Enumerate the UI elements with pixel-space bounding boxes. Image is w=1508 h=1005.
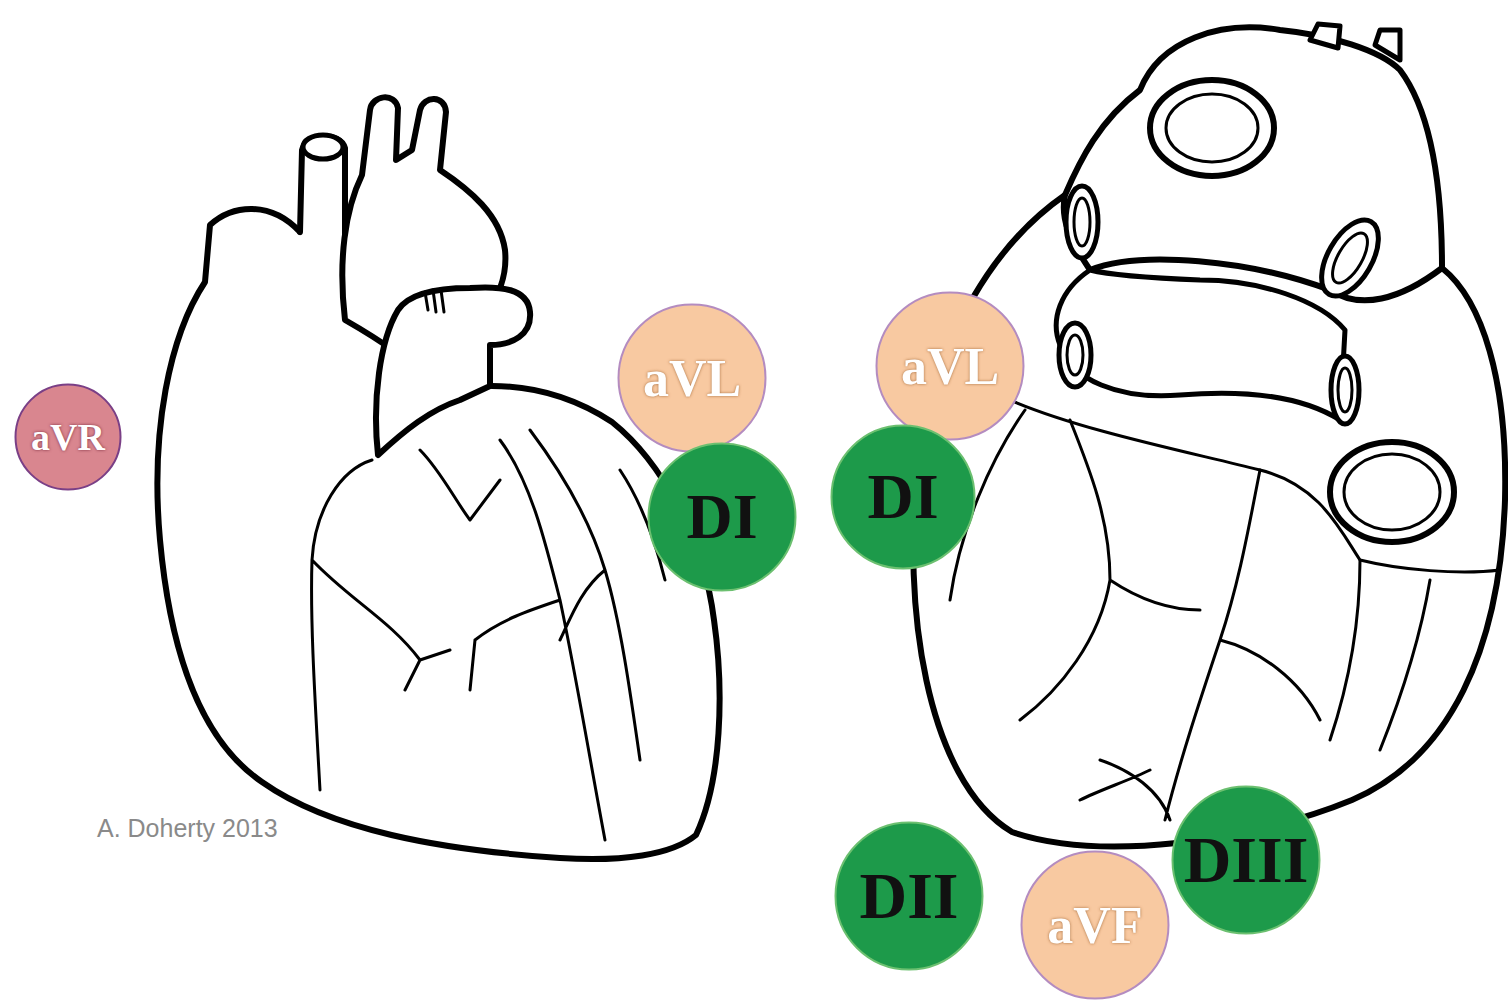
circle-fill	[832, 426, 975, 569]
vessel-stub	[1375, 30, 1400, 60]
vessel-opening	[1166, 94, 1258, 162]
lead-name: aVF	[1047, 896, 1142, 955]
pulmonary-vein	[1067, 335, 1083, 375]
lead-name: DII	[859, 858, 958, 934]
lead-avf-circle: aVF	[1020, 850, 1170, 1000]
coronary-artery	[312, 430, 665, 840]
vessel-opening	[303, 135, 343, 159]
lead-avr-circle: aVR	[14, 383, 122, 491]
lead-name: aVR	[31, 415, 105, 459]
pulmonary-vein	[1074, 198, 1090, 246]
pulmonary-vein	[1310, 211, 1390, 306]
ductus	[425, 290, 444, 312]
pulmonary-vein	[1331, 356, 1359, 424]
circle-fill	[16, 385, 121, 490]
heart-outline	[157, 209, 719, 859]
lead-name: DI	[867, 460, 938, 534]
pulmonary-vein	[1066, 186, 1098, 258]
circle-fill	[1022, 852, 1169, 999]
lead-avl-circle: aVL	[617, 303, 767, 453]
circle-fill	[619, 305, 766, 452]
left-atrium	[1056, 270, 1345, 420]
lead-name: aVL	[643, 349, 741, 408]
coronary-artery	[950, 410, 1430, 820]
vena-cava-opening	[1344, 454, 1440, 530]
atrium	[1064, 28, 1442, 301]
lead-di-circle: DI	[830, 424, 976, 570]
lead-avl-circle: aVL	[875, 291, 1025, 441]
pulmonary-vein	[1326, 228, 1375, 288]
pulmonary-vein	[1338, 368, 1352, 412]
coronary-sinus	[1010, 400, 1500, 572]
lead-name: aVL	[901, 337, 999, 396]
vessel-opening	[1150, 80, 1274, 176]
lead-diii-circle: DIII	[1171, 785, 1321, 935]
lead-di-circle: DI	[647, 442, 797, 592]
vessel-stub	[1310, 24, 1340, 48]
author-credit: A. Doherty 2013	[97, 814, 278, 843]
circle-fill	[877, 293, 1024, 440]
circle-fill	[836, 823, 983, 970]
pulmonary-trunk	[376, 287, 530, 455]
circle-fill	[1173, 787, 1320, 934]
pulmonary-vein	[1059, 323, 1091, 387]
vena-cava-opening	[1330, 442, 1454, 542]
lead-name: DI	[686, 480, 757, 554]
circle-fill	[649, 444, 796, 591]
lead-name: DIII	[1184, 822, 1309, 898]
heart-outline	[913, 195, 1505, 846]
lead-dii-circle: DII	[834, 821, 984, 971]
